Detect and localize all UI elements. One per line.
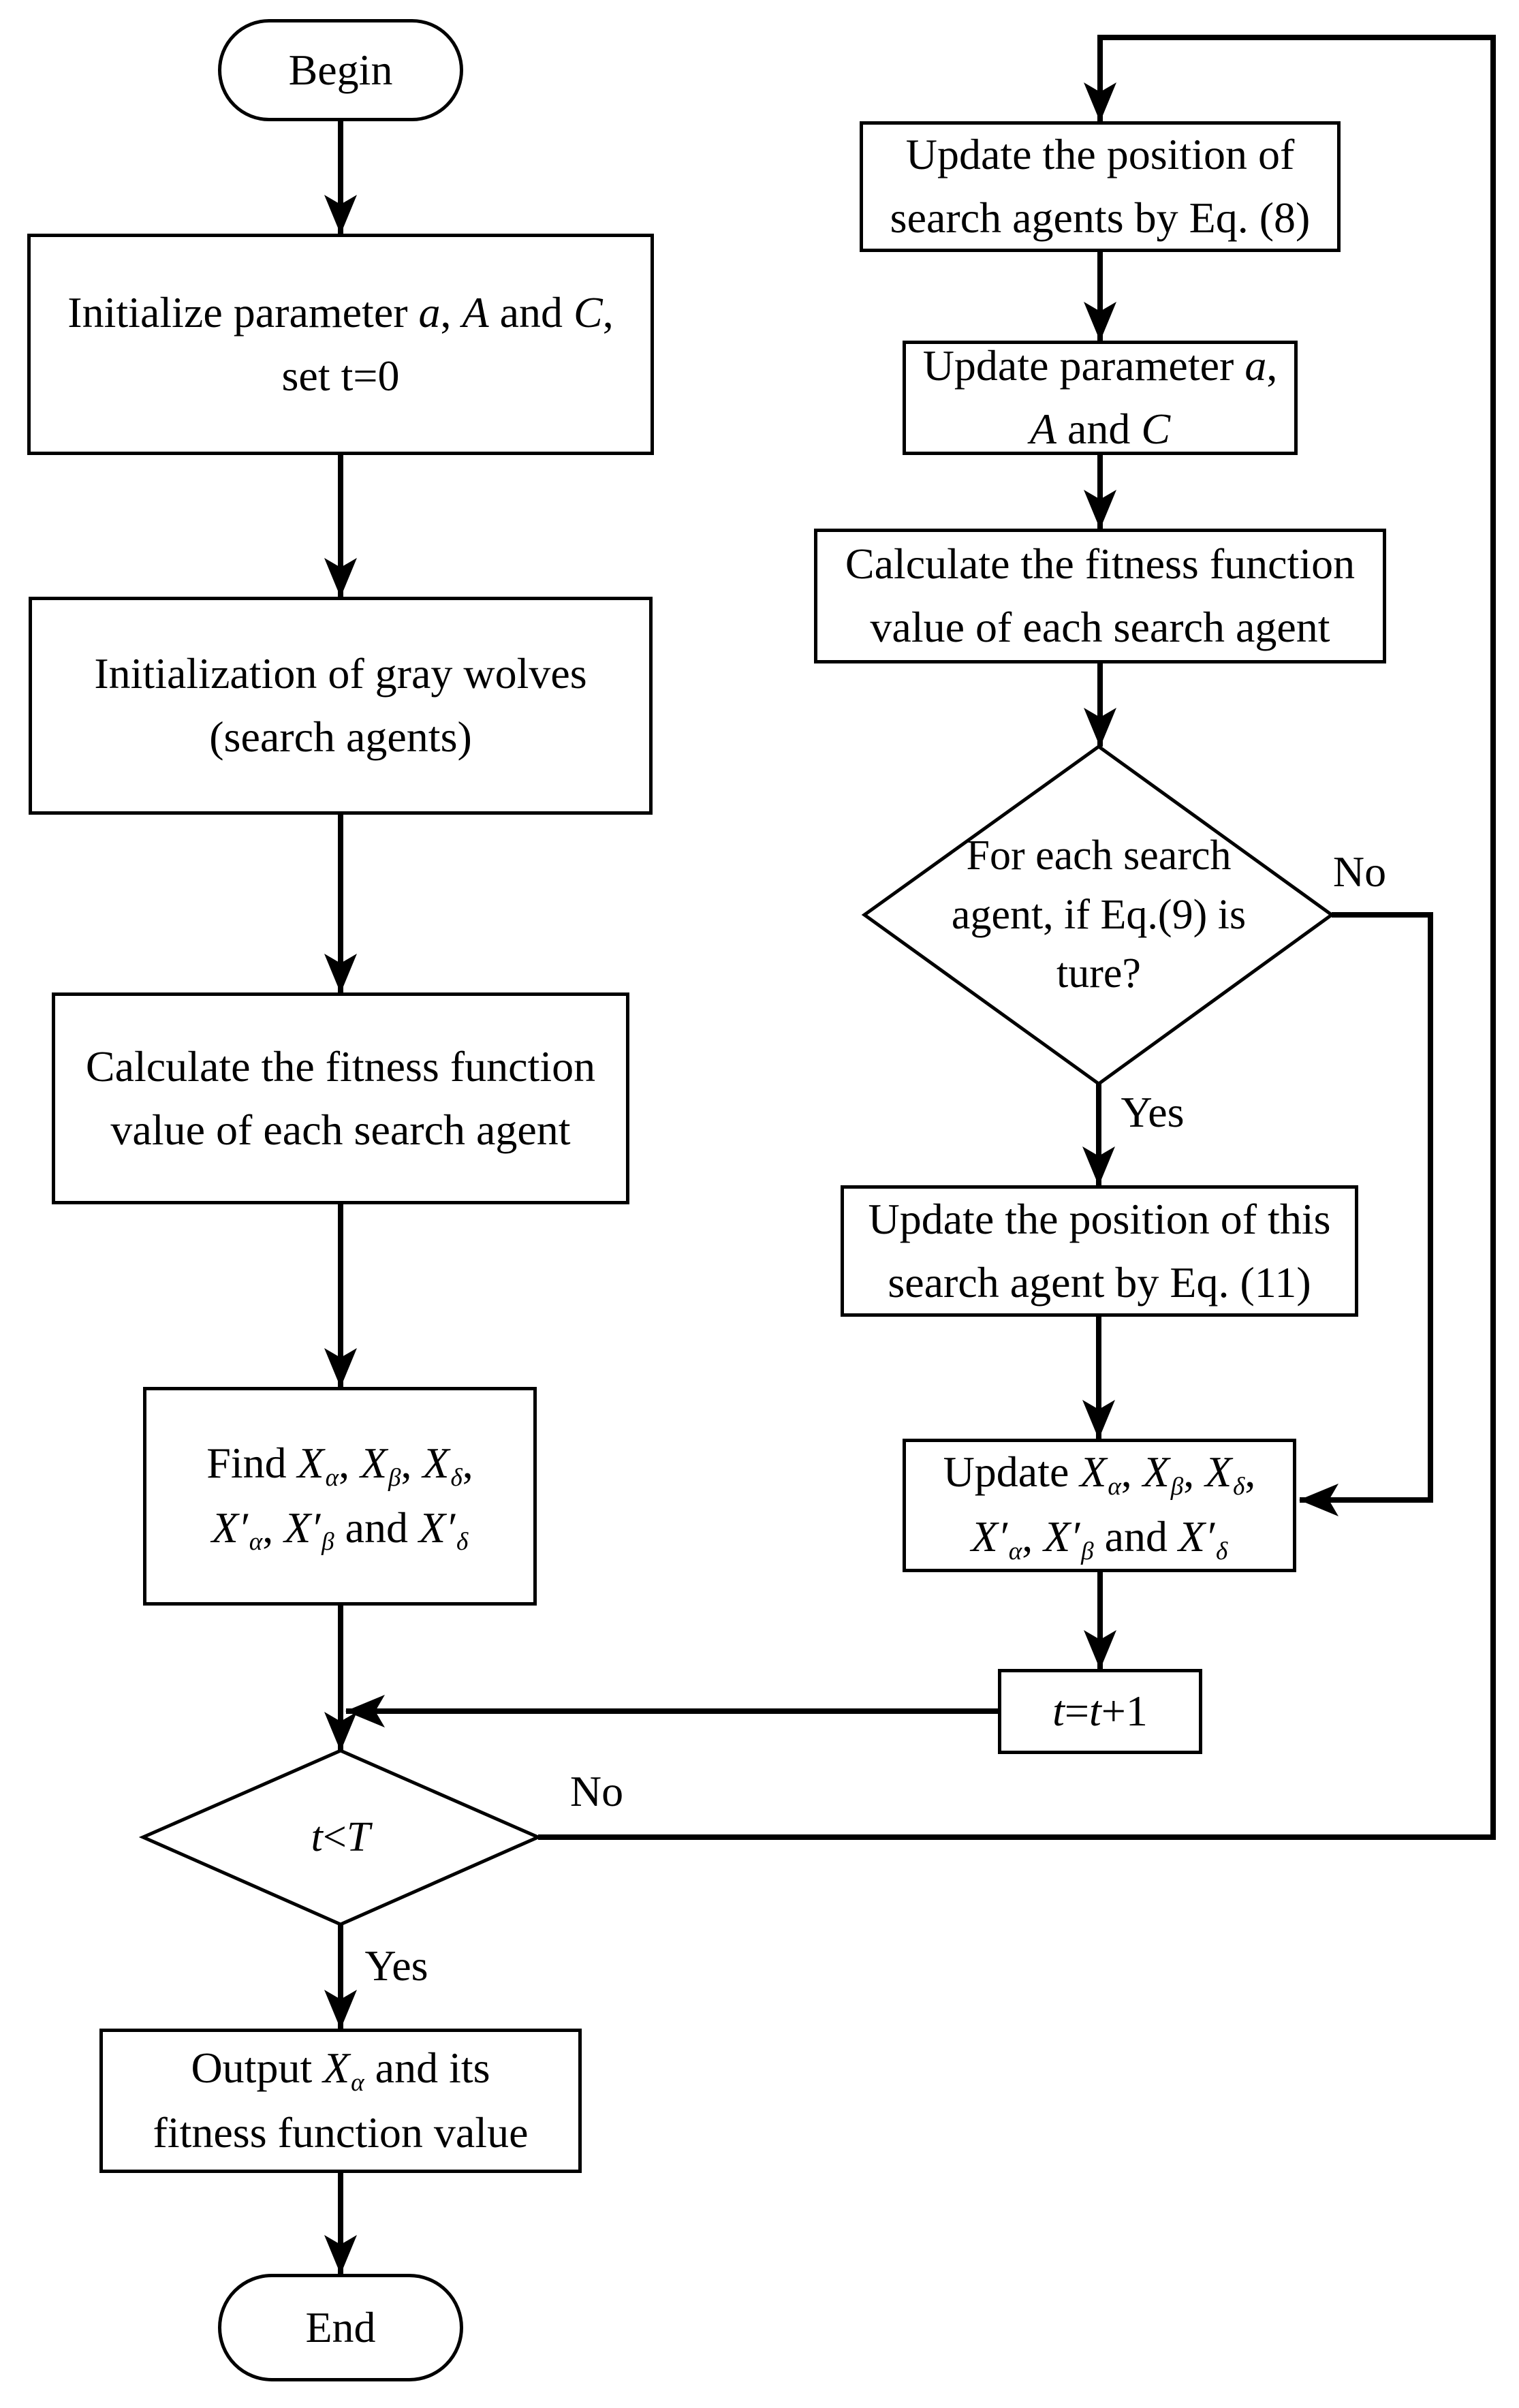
edge-t-decision-no-loop-to-update-eq8 <box>538 35 1496 1840</box>
node-text-line: Update the position of this <box>868 1194 1331 1243</box>
node-text-line: fitness function value <box>153 2108 529 2157</box>
process-output-result: Output Xα and its fitness function value <box>99 2029 582 2173</box>
node-text-line: Calculate the fitness function <box>85 1042 596 1091</box>
process-calculate-fitness-left: Calculate the fitness function value of e… <box>52 992 629 1204</box>
label-eq9-no: No <box>1332 847 1387 896</box>
process-initialize-gray-wolves: Initialization of gray wolves (search age… <box>29 597 653 815</box>
node-text-line: Find Xα, Xβ, Xδ, <box>206 1438 473 1492</box>
node-text-line: search agent by Eq. (11) <box>888 1257 1311 1307</box>
node-text-line: set t=0 <box>281 351 400 400</box>
node-text-line: (search agents) <box>209 713 472 761</box>
label-t-decision-yes: Yes <box>364 1941 428 1990</box>
node-text-line: Initialization of gray wolves <box>94 649 587 698</box>
decision-eq9-label: For each search agent, if Eq.(9) is ture? <box>872 790 1326 1039</box>
process-calculate-fitness-right: Calculate the fitness function value of e… <box>814 529 1386 663</box>
terminator-end: End <box>218 2274 463 2381</box>
node-text-line: Output Xα and its <box>191 2044 490 2097</box>
node-text-line: t=t+1 <box>1052 1687 1148 1736</box>
node-text-line: search agents by Eq. (8) <box>890 193 1311 242</box>
label-eq9-yes: Yes <box>1121 1088 1185 1136</box>
process-initialize-parameters: Initialize parameter a, A and C, set t=0 <box>27 234 654 455</box>
edge-eq9-no-to-update-leaders <box>1299 912 1433 1516</box>
process-find-leaders: Find Xα, Xβ, Xδ, X′α, X′β and X′δ <box>143 1387 537 1606</box>
node-text-line: Begin <box>288 45 393 94</box>
node-text-line: Initialize parameter a, A and C, <box>67 287 614 337</box>
process-update-parameters: Update parameter a, A and C <box>903 341 1298 455</box>
terminator-begin: Begin <box>218 19 463 121</box>
node-text-line: Update the position of <box>905 130 1295 179</box>
node-text-line: X′α, X′β and X′δ <box>971 1512 1228 1565</box>
process-update-positions-eq8: Update the position of search agents by E… <box>860 121 1341 252</box>
node-text-line: A and C <box>1029 405 1171 453</box>
node-text-line: t<T <box>311 1813 371 1860</box>
label-t-decision-no: No <box>569 1767 624 1815</box>
node-text-line: For each search <box>966 832 1232 879</box>
node-text-line: agent, if Eq.(9) is <box>951 891 1247 938</box>
process-update-leaders: Update Xα, Xβ, Xδ, X′α, X′β and X′δ <box>903 1439 1296 1572</box>
process-increment-t: t=t+1 <box>998 1669 1202 1754</box>
decision-t-less-than-T-label: t<T <box>238 1796 443 1878</box>
node-text-line: ture? <box>1056 950 1141 997</box>
process-update-position-eq11: Update the position of this search agent … <box>841 1185 1358 1317</box>
node-text-line: Update parameter a, <box>922 341 1278 390</box>
node-text-line: X′α, X′β and X′δ <box>211 1503 469 1557</box>
node-text-line: value of each search agent <box>110 1105 571 1154</box>
node-text-line: value of each search agent <box>870 603 1330 651</box>
node-text-line: Update Xα, Xβ, Xδ, <box>943 1448 1256 1501</box>
node-text-line: End <box>305 2302 376 2351</box>
node-text-line: Calculate the fitness function <box>845 540 1356 589</box>
